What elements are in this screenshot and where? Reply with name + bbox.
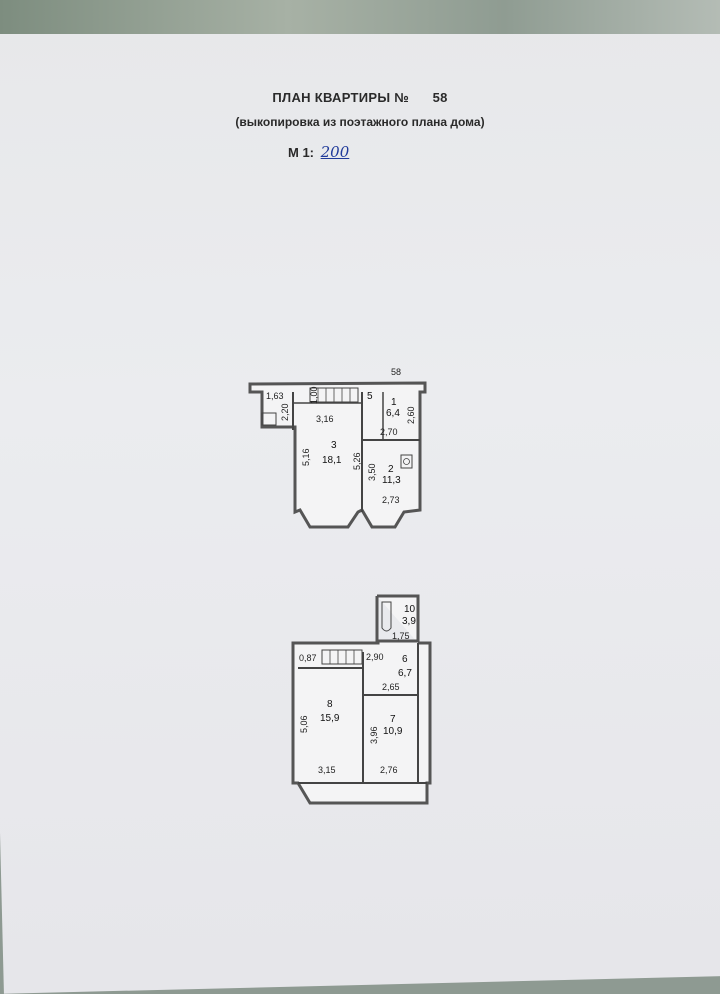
scale-line: М 1: 200 xyxy=(288,143,349,161)
background-strip xyxy=(0,0,720,34)
room-number: 7 xyxy=(390,714,396,725)
dim-label: 0,87 xyxy=(299,653,317,663)
dim-label: 3,96 xyxy=(369,726,379,744)
room-area: 6,7 xyxy=(398,668,412,679)
dim-label: 1,75 xyxy=(392,631,410,641)
lower-outer-wall xyxy=(291,594,432,805)
dim-label: 2,20 xyxy=(280,403,290,421)
dim-label: 5,06 xyxy=(299,715,309,733)
dim-label: 2,73 xyxy=(382,495,400,505)
room-number: 2 xyxy=(388,464,394,475)
upper-floor-labels: 58 1,63 2,20 1,00 3,16 5 3 18,1 5,16 5,2… xyxy=(266,367,416,505)
scale-label: М 1: xyxy=(288,145,314,160)
room-number: 3 xyxy=(331,440,337,451)
dim-label: 1,63 xyxy=(266,391,284,401)
room-number: 5 xyxy=(367,391,373,402)
room-area: 18,1 xyxy=(322,455,342,466)
upper-floor-plan xyxy=(248,381,427,529)
dim-label: 2,76 xyxy=(380,765,398,775)
room-number: 8 xyxy=(327,699,333,710)
lower-floor-labels: 10 3,9 1,75 0,87 2,90 6 6,7 2,65 8 15,9 … xyxy=(299,604,416,775)
title-text: ПЛАН КВАРТИРЫ № xyxy=(272,90,410,105)
apartment-tag: 58 xyxy=(391,367,401,377)
room-area: 15,9 xyxy=(320,713,340,724)
dim-label: 2,60 xyxy=(406,406,416,424)
room-area: 10,9 xyxy=(383,726,403,737)
bathtub-symbol xyxy=(381,601,392,632)
dim-label: 1,00 xyxy=(309,386,319,404)
dim-label: 2,70 xyxy=(380,427,398,437)
room-area: 11,3 xyxy=(382,475,401,486)
staircase-symbol xyxy=(321,649,363,665)
dim-label: 3,16 xyxy=(316,414,334,424)
plan-subtitle: (выкопировка из поэтажного плана дома) xyxy=(235,115,485,129)
plan-title: ПЛАН КВАРТИРЫ № 58 xyxy=(0,90,720,105)
room-number: 6 xyxy=(402,654,408,665)
stove-symbol xyxy=(400,454,413,469)
room-number: 10 xyxy=(404,604,416,615)
dim-label: 5,26 xyxy=(352,452,362,470)
floor-plan-drawing: 58 1,63 2,20 1,00 3,16 5 3 18,1 5,16 5,2… xyxy=(248,367,432,805)
apartment-number: 58 xyxy=(432,90,448,105)
dim-label: 2,90 xyxy=(366,652,384,662)
dim-label: 3,50 xyxy=(367,463,377,481)
dim-label: 2,65 xyxy=(382,682,400,692)
room-area: 6,4 xyxy=(386,408,400,419)
stove-burner xyxy=(403,458,410,465)
scale-value-handwritten: 200 xyxy=(320,143,350,161)
balcony-fixture xyxy=(261,412,277,426)
dim-label: 5,16 xyxy=(301,448,311,466)
room-number: 1 xyxy=(391,397,397,408)
dim-label: 3,15 xyxy=(318,765,336,775)
lower-floor-plan xyxy=(291,594,432,805)
room-area: 3,9 xyxy=(402,616,416,627)
